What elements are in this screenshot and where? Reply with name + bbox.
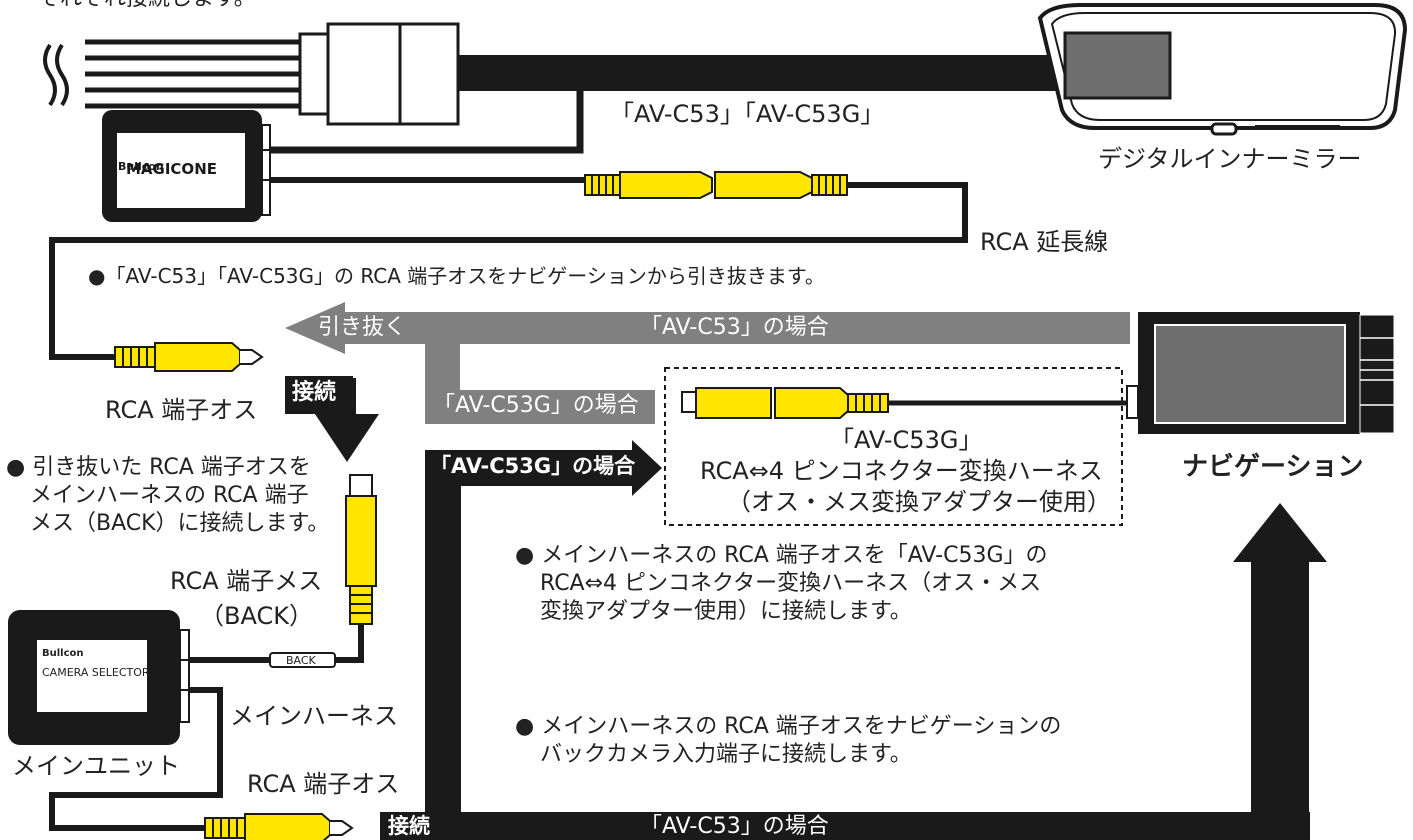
rca-extension-label: RCA 延長線	[980, 228, 1109, 256]
camera-selector-device	[8, 610, 190, 745]
back-tag	[269, 652, 336, 668]
rca-male-plug-top	[114, 342, 264, 372]
rca-male-bottom-label: RCA 端子オス	[247, 770, 400, 798]
magicone-device	[102, 110, 271, 222]
case-c53-top-label: 「AV-C53」の場合	[640, 315, 829, 340]
mirror-icon	[1037, 2, 1408, 136]
wire-bundle	[43, 39, 300, 109]
note-4-line-2: バックカメラ入力端子に接続します。	[540, 742, 912, 767]
magicone-name: MAGICONE	[126, 160, 217, 178]
rca-male-plug-bottom	[204, 813, 354, 840]
back-line	[190, 624, 364, 663]
main-harness-label: メインハーネス	[230, 702, 398, 730]
magicone-power-line	[262, 91, 584, 154]
note-1: ●「AV-C53」「AV-C53G」の RCA 端子オスをナビゲーションから引き…	[88, 264, 825, 288]
pull-out-arrow	[285, 302, 1130, 424]
header-cut-text: それぞれ接続します。	[38, 0, 256, 12]
harness-title: 「AV-C53G」	[830, 426, 983, 454]
back-tag-label: BACK	[286, 654, 316, 667]
harness-line-2: RCA⇔4 ピンコネクター変換ハーネス	[700, 457, 1103, 485]
mirror-cable	[458, 55, 1063, 91]
pull-out-label: 引き抜く	[318, 315, 407, 340]
note-4-line-1: ● メインハーネスの RCA 端子オスをナビゲーションの	[515, 714, 1062, 739]
harness-line-3: （オス・メス変換アダプター使用）	[727, 488, 1111, 516]
rca-female-back-label: （BACK）	[200, 602, 313, 630]
connect-top-label: 接続	[292, 380, 337, 405]
note-3-line-3: 変換アダプター使用）に接続します。	[540, 599, 912, 624]
main-harness-line	[49, 687, 223, 831]
note-3-line-2: RCA⇔4 ピンコネクター変換ハーネス（オス・メス	[540, 571, 1042, 596]
note-2-line-3: メス（BACK）に接続します。	[30, 511, 330, 536]
selector-name: CAMERA SELECTOR	[42, 666, 150, 679]
navigation-device	[1126, 312, 1395, 434]
selector-brand: Bullcon	[42, 648, 84, 659]
mirror-label: デジタルインナーミラー	[1098, 145, 1362, 173]
rca-female-plug	[345, 474, 377, 625]
av-c53-pair-label: 「AV-C53」「AV-C53G」	[610, 100, 885, 128]
rca-female-label: RCA 端子メス	[170, 567, 323, 595]
power-connector	[298, 22, 460, 126]
case-c53g-black-label: 「AV-C53G」の場合	[430, 454, 636, 478]
harness-plug	[681, 387, 889, 419]
navigation-label: ナビゲーション	[1182, 452, 1364, 482]
rca-male-top-label: RCA 端子オス	[105, 396, 258, 424]
harness-box	[664, 367, 1123, 526]
rca-extension-plug	[584, 171, 848, 199]
note-2-line-1: ● 引き抜いた RCA 端子オスを	[6, 455, 311, 480]
case-c53g-gray-label: 「AV-C53G」の場合	[433, 393, 639, 418]
case-c53-bottom-label: 「AV-C53」の場合	[640, 814, 829, 839]
magicone-brand: Bullcon	[118, 160, 164, 173]
note-3-line-1: ● メインハーネスの RCA 端子オスを「AV-C53G」の	[515, 543, 1048, 568]
note-2-line-2: メインハーネスの RCA 端子	[30, 483, 309, 508]
connect-bottom-label: 接続	[388, 814, 430, 838]
rca-extension-line	[49, 182, 968, 360]
bottom-connect-arrow	[380, 440, 1327, 840]
main-unit-label: メインユニット	[12, 752, 180, 780]
connect-arrow-top	[285, 376, 379, 462]
